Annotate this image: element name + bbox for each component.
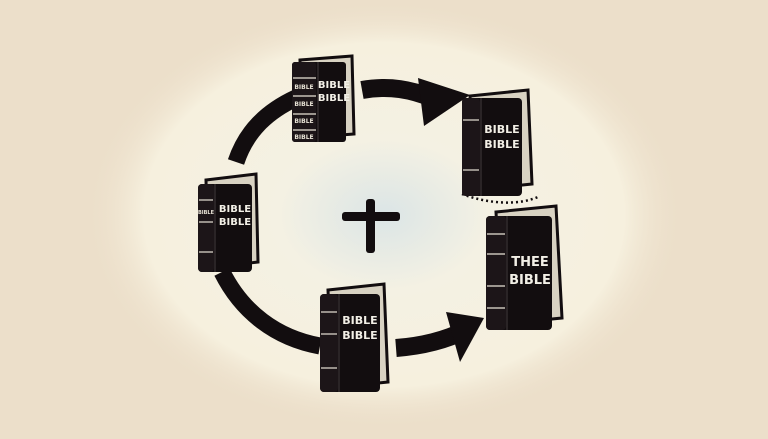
plus-icon [342, 199, 400, 253]
arrow-left-to-bottom [214, 268, 322, 355]
book-left-spine-line-1: BIBLE [198, 210, 215, 216]
book-right-upper: BIBLE BIBLE [461, 88, 541, 204]
arrow-bottom-to-right [395, 312, 484, 362]
book-left-title-line-2: BIBLE [219, 217, 251, 228]
book-bottom-title-line-2: BIBLE [342, 329, 377, 342]
book-top-spine-line-3: BIBLE [294, 118, 313, 125]
book-right-lower-title-line-2: BIBLE [509, 273, 551, 288]
book-top-spine-line-2: BIBLE [294, 101, 313, 108]
book-top-title-line-1: BIBLE [318, 80, 350, 91]
book-left-title-line-1: BIBLE [219, 204, 251, 215]
book-bottom-title-line-1: BIBLE [342, 314, 377, 327]
arrow-top-to-right [360, 78, 470, 126]
book-bottom: BIBLE BIBLE [320, 282, 390, 392]
arrow-left-to-top [227, 90, 300, 165]
book-top-spine-line-4: BIBLE [294, 134, 313, 141]
book-right-lower: THEE BIBLE [486, 204, 564, 330]
book-left: BIBLE BIBLE BIBLE [198, 172, 260, 272]
book-right-upper-title-line-1: BIBLE [484, 123, 519, 136]
book-right-upper-title-line-2: BIBLE [484, 138, 519, 151]
book-right-lower-title-line-1: THEE [511, 255, 549, 270]
book-top-spine-line-1: BIBLE [294, 84, 313, 91]
book-top-title-line-2: BIBLE [318, 93, 350, 104]
book-top: BIBLE BIBLE BIBLE BIBLE BIBLE BIBLE [292, 54, 356, 142]
